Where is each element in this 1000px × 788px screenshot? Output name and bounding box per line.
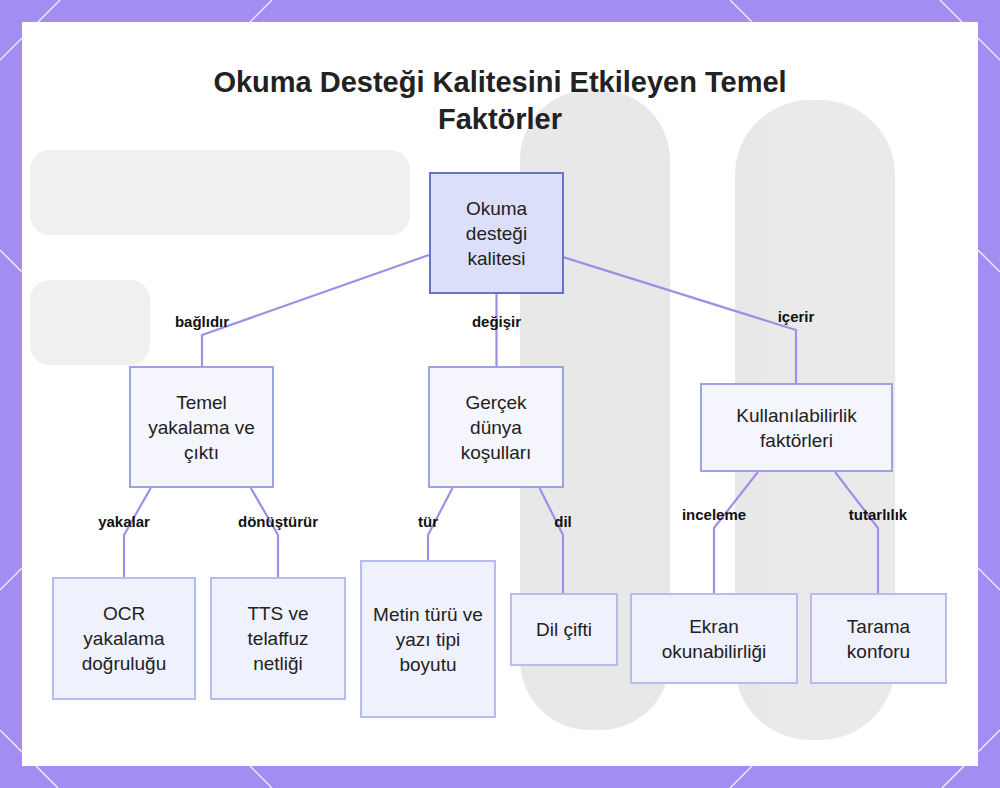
- node-text: Temel yakalama ve çıktı: [141, 390, 262, 465]
- node-text: OCR yakalama doğruluğu: [64, 601, 184, 676]
- process-box: Tarama konforu: [810, 593, 947, 684]
- blurred-pen-illustration: [30, 90, 895, 740]
- connector-line: [564, 257, 796, 383]
- process-box: Gerçek dünya koşulları: [428, 366, 564, 488]
- node-text: Ekran okunabilirliği: [642, 614, 786, 664]
- process-box: Metin türü ve yazı tipi boyutu: [360, 560, 496, 718]
- connector-line: [251, 488, 278, 577]
- process-box: TTS ve telaffuz netliği: [210, 577, 346, 700]
- edge-label: dil: [554, 513, 572, 530]
- process-box: Temel yakalama ve çıktı: [129, 366, 274, 488]
- edge-label: dönüştürür: [238, 513, 318, 530]
- node-text: Gerçek dünya koşulları: [440, 390, 552, 465]
- edge-label: tür: [418, 513, 438, 530]
- edge-label: yakalar: [98, 513, 150, 530]
- edge-label: içerir: [778, 308, 815, 325]
- connector-line: [835, 472, 878, 593]
- node-text: Kullanılabilirlik faktörleri: [712, 403, 881, 453]
- node-text: Okuma desteği kalitesi: [441, 196, 552, 271]
- connector-line: [495, 294, 497, 366]
- connector-line: [124, 488, 151, 577]
- connector-line: [540, 488, 563, 593]
- node-text: TTS ve telaffuz netliği: [222, 601, 334, 676]
- edge-label: değişir: [472, 313, 521, 330]
- process-box: Ekran okunabilirliği: [630, 593, 798, 684]
- diagram-title: Okuma Desteği Kalitesini Etkileyen Temel…: [200, 64, 800, 138]
- edge-label: bağlıdır: [175, 313, 229, 330]
- node-text: Tarama konforu: [822, 614, 935, 664]
- edge-label: tutarlılık: [849, 506, 907, 523]
- node-text: Metin türü ve yazı tipi boyutu: [372, 602, 484, 677]
- process-box: OCR yakalama doğruluğu: [52, 577, 196, 700]
- process-box: Dil çifti: [510, 593, 618, 666]
- process-box: Kullanılabilirlik faktörleri: [700, 383, 893, 472]
- root-box: Okuma desteği kalitesi: [429, 172, 564, 294]
- white-panel: [22, 22, 978, 766]
- connector-line: [714, 472, 758, 593]
- connector-line: [202, 255, 429, 366]
- node-text: Dil çifti: [536, 617, 592, 642]
- edge-label: inceleme: [682, 506, 746, 523]
